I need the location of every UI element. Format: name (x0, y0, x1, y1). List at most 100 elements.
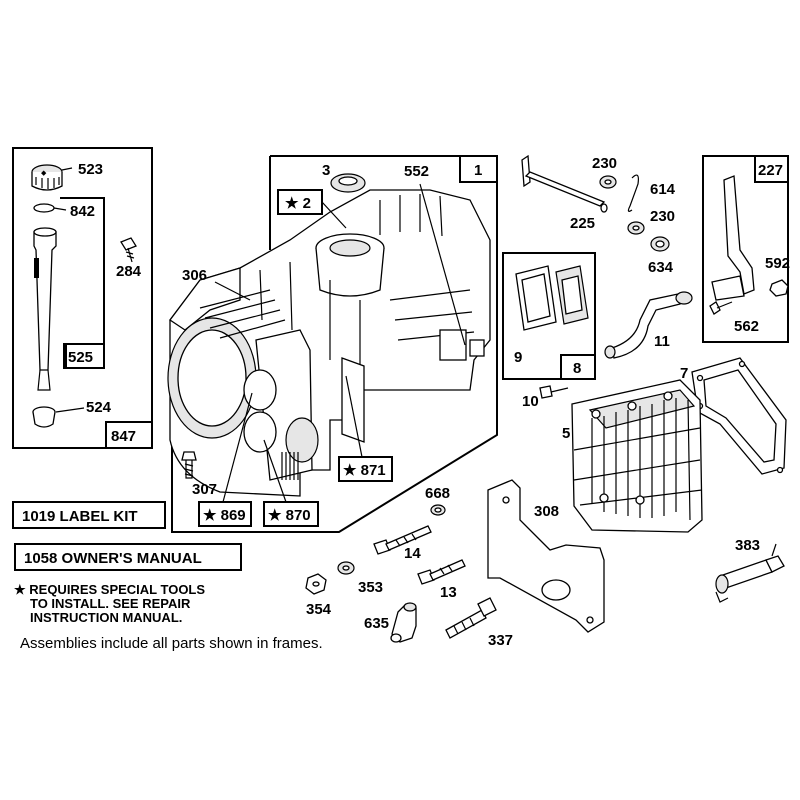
label-5: 5 (562, 425, 570, 442)
label-3: 3 (322, 162, 330, 179)
frame-870-tag (263, 501, 319, 527)
leader-306 (214, 281, 251, 301)
special-tools-note-1: ★ REQUIRES SPECIAL TOOLS (14, 582, 205, 597)
washer-668 (430, 504, 446, 516)
label-230b: 230 (650, 208, 675, 225)
label-11: 11 (654, 333, 670, 350)
stud-14 (373, 525, 432, 555)
nut-354 (305, 573, 327, 595)
label-524: 524 (86, 399, 112, 416)
crankcase-block (167, 189, 491, 497)
head-gasket-7 (691, 357, 787, 475)
label-869: ★ 869 (203, 507, 246, 524)
label-kit-text: 1019 LABEL KIT (22, 508, 138, 525)
label-847: 847 (111, 428, 136, 445)
screw-562 (709, 301, 733, 315)
label-552: 552 (404, 163, 429, 180)
elbow-635 (390, 602, 417, 643)
leader-870 (263, 439, 287, 503)
screw-10 (539, 385, 569, 399)
bolt-307 (181, 451, 197, 479)
nut-634 (650, 236, 670, 252)
frame-869-tag (198, 501, 252, 527)
leader-2 (321, 201, 347, 229)
label-8: 8 (573, 360, 581, 377)
leader-842 (53, 207, 67, 211)
owners-manual-box (14, 543, 242, 571)
frame-871-tag (338, 456, 393, 482)
label-871: ★ 871 (343, 462, 386, 479)
breather-gasket-9 (515, 265, 557, 331)
washer-230b (627, 221, 645, 235)
label-7: 7 (680, 365, 688, 382)
cylinder-head-5 (571, 379, 703, 533)
label-353: 353 (358, 579, 383, 596)
frame-847 (12, 147, 153, 449)
label-308: 308 (534, 503, 559, 520)
leader-523 (61, 167, 73, 171)
label-635: 635 (364, 615, 389, 632)
o-ring (33, 203, 55, 213)
label-525: 525 (68, 349, 93, 366)
label-230a: 230 (592, 155, 617, 172)
label-562: 562 (734, 318, 759, 335)
part-383 (715, 543, 785, 603)
label-337: 337 (488, 632, 513, 649)
special-tools-note-2: TO INSTALL. SEE REPAIR (30, 596, 191, 611)
label-614: 614 (650, 181, 676, 198)
leader-524 (55, 407, 85, 413)
label-9: 9 (514, 349, 522, 366)
label-870: ★ 870 (268, 507, 311, 524)
label-592: 592 (765, 255, 790, 272)
label-2: ★ 2 (285, 195, 311, 212)
dipstick-cap: ◆ (31, 164, 63, 191)
label-kit-box (12, 501, 166, 529)
label-306: 306 (182, 267, 207, 284)
svg-text:◆: ◆ (41, 170, 47, 177)
label-634: 634 (648, 259, 674, 276)
frame-227-tag (754, 155, 789, 183)
label-10: 10 (522, 393, 539, 410)
breather-cover (555, 265, 589, 325)
shield-308 (487, 479, 605, 633)
breather-tube-11 (604, 291, 693, 359)
frame-847-tag (105, 421, 153, 449)
frame-525-tag (63, 343, 105, 369)
screw-284 (120, 237, 137, 263)
governor-lever (711, 175, 755, 301)
nut-353 (337, 561, 355, 575)
label-14: 14 (404, 545, 421, 562)
washer-230a (599, 175, 617, 189)
special-tools-note-3: INSTRUCTION MANUAL. (30, 610, 182, 625)
frame-227 (702, 155, 789, 343)
label-225: 225 (570, 215, 595, 232)
label-13: 13 (440, 584, 457, 601)
label-668: 668 (425, 485, 450, 502)
label-383: 383 (735, 537, 760, 554)
tube-seal (32, 406, 56, 428)
label-307: 307 (192, 481, 217, 498)
label-227: 227 (758, 162, 783, 179)
frame-1-tag (459, 155, 498, 183)
frame-525 (60, 197, 105, 369)
oil-seal-3 (330, 173, 366, 193)
nut-592 (769, 279, 789, 297)
leader-869 (222, 392, 253, 503)
stud-13 (417, 559, 466, 585)
label-523: 523 (78, 161, 103, 178)
assemblies-note: Assemblies include all parts shown in fr… (20, 635, 323, 652)
label-1: 1 (474, 162, 482, 179)
owners-manual-text: 1058 OWNER'S MANUAL (24, 550, 202, 567)
sensor-337 (445, 597, 497, 639)
governor-shaft-225 (521, 154, 608, 213)
label-354: 354 (306, 601, 332, 618)
frame-8-tag (560, 354, 596, 380)
leader-552 (419, 183, 466, 346)
hitch-pin-614 (627, 174, 639, 212)
label-842: 842 (70, 203, 95, 220)
dipstick-tube (33, 227, 57, 391)
leader-871 (345, 375, 363, 458)
frame-8 (502, 252, 596, 380)
